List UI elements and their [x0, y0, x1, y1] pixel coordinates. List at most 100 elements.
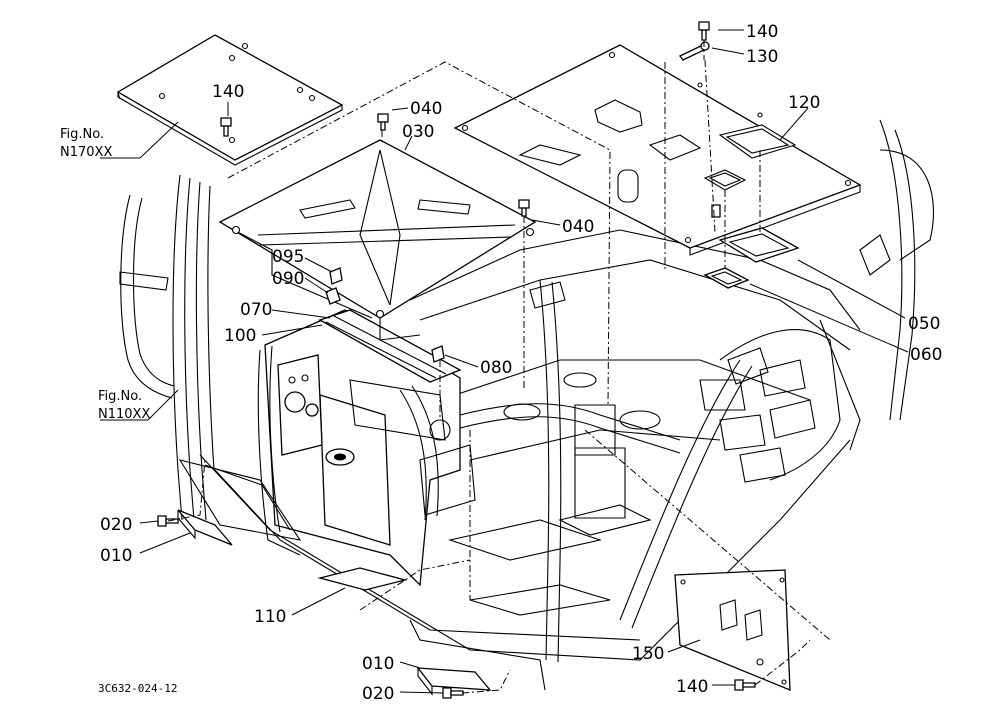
callout-050: 050 [908, 314, 940, 334]
leader-line [392, 108, 408, 110]
frame-tube [820, 320, 860, 450]
gauge-icon [285, 392, 305, 412]
callout-040-mid: 040 [562, 217, 594, 237]
bolt-icon [699, 22, 709, 30]
part-060-boot [705, 268, 748, 288]
assembly-line [360, 560, 470, 610]
frame-structure [120, 120, 933, 690]
bolt-hole [377, 311, 384, 318]
bolt-hole [757, 659, 763, 665]
leader-line [750, 284, 908, 352]
frame-tube [121, 195, 172, 398]
slot-hole [418, 200, 470, 214]
frame-tube [880, 120, 902, 420]
frame-post [620, 360, 740, 620]
callout-020-left: 020 [100, 515, 132, 535]
callout-130: 130 [746, 47, 778, 67]
frame-floor [420, 260, 850, 350]
slot-hole [618, 170, 638, 202]
callout-060: 060 [910, 345, 942, 365]
clip-icon [330, 268, 342, 284]
left-step [180, 460, 300, 540]
drawing-code: 3C632-024-12 [98, 682, 177, 695]
bolt-hole [463, 126, 468, 131]
bolt-hole [780, 578, 784, 582]
callout-110: 110 [254, 607, 286, 627]
part-030-flange [380, 318, 420, 340]
bolt-hole [782, 680, 786, 684]
bolt-icon [702, 30, 706, 40]
callout-010-left: 010 [100, 546, 132, 566]
callout-140-bottom: 140 [676, 677, 708, 697]
leader-line [262, 325, 322, 335]
frame-box [575, 448, 625, 518]
leader-line [305, 278, 328, 293]
small-parts [178, 510, 490, 694]
leader-line [140, 533, 190, 553]
frame-slot [700, 380, 745, 410]
part-070 [320, 310, 460, 382]
clip-icon [432, 346, 444, 362]
dash-guard-tube [270, 346, 280, 532]
bolt-hole [681, 580, 685, 584]
frame-tube [173, 175, 182, 520]
frame-floor-plate [470, 585, 610, 615]
frame-slot [760, 360, 805, 396]
bolt-icon [451, 691, 463, 695]
part-030-rib [360, 150, 390, 305]
steering-bracket [350, 380, 445, 440]
frame-tube [208, 186, 214, 470]
frame-floor [440, 360, 810, 400]
fig-ref-number: N110XX [98, 407, 150, 422]
frame-chassis [200, 440, 850, 660]
bolt-hole [160, 94, 165, 99]
leader-line [405, 136, 412, 150]
frame-pipe [460, 404, 680, 440]
leader-line [780, 108, 808, 140]
pedal-opening-inner [710, 173, 740, 186]
dash-guard-tube [258, 350, 300, 555]
fig-ref-number: N170XX [60, 145, 112, 160]
leader-line [140, 122, 178, 158]
frame-pipe [460, 417, 680, 453]
frame-floor-plate [560, 505, 650, 535]
leader-line [400, 662, 420, 668]
bolt-icon [381, 122, 385, 130]
frame-bracket [860, 235, 890, 275]
window-hole [650, 135, 700, 160]
leader-line [140, 521, 158, 523]
frame-slot [770, 400, 815, 438]
left-step-edge [205, 465, 290, 530]
slot-hole [300, 200, 355, 218]
frame-tube [185, 178, 194, 520]
assembly-lines [118, 40, 830, 693]
callout-070: 070 [240, 300, 272, 320]
steering-joint [430, 420, 450, 440]
frame-floor [470, 430, 720, 460]
frame-floor-plate [450, 520, 600, 560]
bolt-icon [221, 118, 231, 126]
part-030-cover [220, 140, 535, 340]
part-060-boot-inner [712, 272, 741, 284]
assembly-line [665, 40, 715, 270]
callout-100: 100 [224, 326, 256, 346]
panel-cutout [745, 610, 762, 640]
dash-emblem-center [334, 453, 346, 461]
pedal-opening [720, 125, 795, 158]
pedal-opening-inner [727, 129, 788, 153]
bolt-hole [298, 88, 303, 93]
part-050-boot-inner [730, 234, 788, 256]
bolt-hole [310, 96, 315, 101]
bolt-icon [224, 126, 228, 136]
dash-guard-tube [400, 390, 426, 520]
frame-chassis [410, 620, 545, 690]
pedal-opening [705, 170, 745, 190]
pedal-boots [705, 228, 798, 288]
part-010-bottom [418, 668, 490, 690]
bolt-hole [610, 53, 615, 58]
leader-line [798, 260, 905, 318]
part-010-left-edge [178, 510, 195, 538]
part-050-boot [720, 228, 798, 262]
washer-icon [701, 42, 709, 50]
